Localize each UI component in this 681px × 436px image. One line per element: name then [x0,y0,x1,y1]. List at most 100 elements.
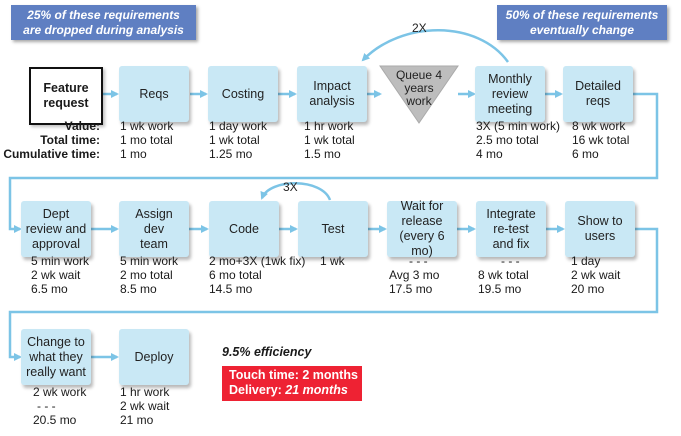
values-show: 1 day 2 wk wait 20 mo [571,254,620,296]
reqs-total: 1 mo total [120,133,173,147]
callout-right-line1: 50% of these requirements [505,8,659,22]
assign-value: 5 min work [120,254,179,268]
label-total-time: Total time: [40,133,100,147]
queue-label-2: years [404,81,434,95]
values-test: 1 wk [320,254,345,268]
step-wait-label-3: (every 6 mo) [399,229,445,258]
step-change-label-1: Change to [27,334,85,349]
costing-cumulative: 1.25 mo [209,147,253,161]
step-change-label-3: really want [26,364,86,379]
values-monthly: 3X (5 min work) 2.5 mo total 4 mo [476,119,560,161]
monthly-value: 3X (5 min work) [476,119,561,133]
detailed-cumulative: 6 mo [572,147,599,161]
integrate-value: - - - [501,254,520,268]
step-assign-label-2: dev [143,221,165,236]
step-reqs: Reqs [119,66,189,122]
values-assign: 5 min work 2 mo total 8.5 mo [120,254,178,296]
delivery-value: 21 months [285,383,348,397]
step-costing: Costing [208,66,278,122]
step-queue-label: Queue 4 years work [392,69,446,108]
step-monthly-review: Monthly review meeting [475,66,545,122]
costing-total: 1 wk total [209,133,260,147]
impact-total: 1 wk total [304,133,355,147]
efficiency-label: 9.5% efficiency [222,345,312,359]
feature-request-line2: request [43,96,89,110]
wait-value: - - - [409,254,428,268]
step-dept-label-3: approval [32,236,80,251]
costing-value: 1 day work [209,119,268,133]
code-cumulative: 14.5 mo [209,282,253,296]
detailed-total: 16 wk total [572,133,630,147]
callout-left-line2: are dropped during analysis [23,23,184,37]
step-show-to-users: Show to users [565,201,635,257]
step-dept-label-2: review and [25,221,87,236]
callout-changing-requirements: 50% of these requirements eventually cha… [497,5,667,40]
values-deploy: 1 hr work 2 wk wait 21 mo [120,385,169,427]
delivery-label: Delivery: [229,383,282,397]
step-show-label-1: Show to [577,214,623,228]
values-impact: 1 hr work 1 wk total 1.5 mo [304,119,355,161]
step-monthly-label-2: review [491,86,529,101]
values-detailed: 8 wk work 16 wk total 6 mo [572,119,629,161]
queue-triangle [379,65,459,124]
delivery-line: Delivery: 21 months [229,383,362,398]
label-cumulative-time: Cumulative time: [3,147,100,161]
step-detailed-label-1: Detailed [575,79,621,93]
monthly-total: 2.5 mo total [476,133,539,147]
values-code: 2 mo+3X (1wk fix) 6 mo total 14.5 mo [209,254,305,296]
step-integrate: Integrate re-test and fix [476,201,546,257]
step-assign-dev-team: Assign dev team [119,201,189,257]
reqs-cumulative: 1 mo [120,147,147,161]
feature-request-line1: Feature [43,81,89,95]
step-integrate-label-3: and fix [492,236,530,251]
summary-box: Touch time: 2 months Delivery: 21 months [222,366,362,401]
step-change-requirements: Change to what they really want [21,329,91,385]
step-code: Code [209,201,279,257]
integrate-cumulative: 19.5 mo [478,282,522,296]
queue-label-3: work [406,94,432,108]
show-total: 2 wk wait [571,268,621,282]
step-impact-label-1: Impact [313,79,351,93]
impact-value: 1 hr work [304,119,354,133]
deploy-cumulative: 21 mo [120,413,154,427]
step-impact-analysis: Impact analysis [297,66,367,122]
step-wait-label-2: release [401,214,443,228]
callout-right-line2: eventually change [529,23,635,37]
change-total: - - - [37,399,56,413]
deploy-value: 1 hr work [120,385,170,399]
step-dept-review: Dept review and approval [21,201,91,257]
loop-label-code: 3X [283,180,298,194]
loop-label-review: 2X [412,21,427,35]
integrate-total: 8 wk total [478,268,529,282]
callout-dropped-requirements: 25% of these requirements are dropped du… [11,5,196,40]
wait-total: Avg 3 mo [389,268,440,282]
step-deploy: Deploy [119,329,189,385]
callout-left-line1: 25% of these requirements [27,8,180,22]
values-costing: 1 day work 1 wk total 1.25 mo [209,119,267,161]
impact-cumulative: 1.5 mo [304,147,341,161]
loop-arrow-code [260,182,332,201]
step-dept-label-1: Dept [42,206,70,221]
values-wait: - - - Avg 3 mo 17.5 mo [389,254,439,296]
step-monthly-label-3: meeting [487,101,533,116]
step-test: Test [298,201,368,257]
assign-total: 2 mo total [120,268,173,282]
step-wait-label-1: Wait for [400,199,444,213]
deploy-total: 2 wk wait [120,399,170,413]
show-cumulative: 20 mo [571,282,605,296]
step-assign-label-3: team [140,236,168,251]
detailed-value: 8 wk work [572,119,626,133]
values-change: 2 wk work - - - 20.5 mo [33,385,86,427]
step-code-label: Code [229,221,259,236]
dept-cumulative: 6.5 mo [31,282,68,296]
dept-value: 5 min work [31,254,90,268]
step-change-label-2: what they [29,349,83,364]
assign-cumulative: 8.5 mo [120,282,157,296]
wait-cumulative: 17.5 mo [389,282,433,296]
arrow-wrap-row1-row2 [8,92,659,233]
feature-request-box: Feature request [29,67,103,125]
monthly-cumulative: 4 mo [476,147,503,161]
step-show-label-2: users [584,229,616,243]
dept-total: 2 wk wait [31,268,81,282]
